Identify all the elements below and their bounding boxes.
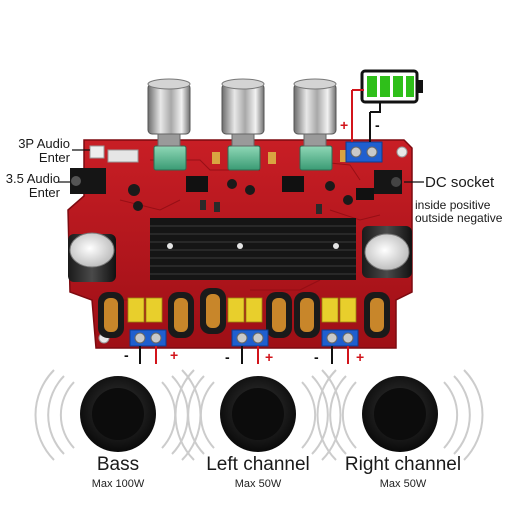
speaker-icon — [34, 369, 202, 461]
right-minus-sign: - — [314, 349, 319, 365]
speaker-right-name: Right channel — [344, 454, 462, 475]
battery-plus-sign: + — [340, 117, 349, 133]
battery-minus-sign: - — [375, 117, 380, 133]
dc-note-label: inside positive outside negative — [415, 199, 502, 224]
heatsink — [150, 218, 356, 280]
audio-3p-label: 3P Audio Enter — [18, 137, 70, 164]
audio-35-label-line1: 3.5 Audio — [5, 171, 60, 186]
speaker-left-max: Max 50W — [234, 478, 282, 490]
bass-plus-sign: + — [170, 347, 179, 363]
treble-knob-icon[interactable] — [221, 78, 265, 147]
speaker-wires — [139, 346, 349, 364]
speaker-icon — [174, 369, 342, 461]
audio-3p-label-line2: Enter — [38, 150, 70, 165]
capacitor-right — [362, 226, 412, 278]
pointer-lines — [58, 149, 424, 183]
capacitor-left — [68, 232, 116, 282]
audio-35-label-line2: Enter — [28, 185, 60, 200]
output-filter-row — [98, 288, 390, 338]
right-plus-sign: + — [356, 349, 365, 365]
potentiometer-row — [153, 145, 333, 171]
speaker-icon — [316, 369, 484, 461]
bass-knob-icon[interactable] — [293, 78, 337, 147]
dc-socket-label: DC socket — [425, 174, 495, 191]
speaker-right-max: Max 50W — [379, 478, 427, 490]
audio-35-label: 3.5 Audio Enter — [6, 172, 60, 199]
dc-note-line2: outside negative — [415, 211, 503, 225]
speaker-terminals[interactable] — [129, 329, 359, 347]
small-components — [107, 149, 353, 214]
audio-3p-header[interactable] — [89, 145, 105, 159]
power-terminal[interactable] — [345, 141, 383, 163]
volume-knob-icon[interactable] — [147, 78, 191, 147]
dc-note-line1: inside positive — [415, 198, 491, 212]
battery-icon — [360, 69, 423, 104]
op-amp-chips — [186, 176, 374, 200]
audio-jack-icon[interactable] — [70, 168, 106, 194]
speaker-left-name: Left channel — [206, 454, 310, 475]
dc-jack-icon[interactable] — [374, 170, 402, 194]
bass-minus-sign: - — [124, 347, 129, 363]
left-minus-sign: - — [225, 349, 230, 365]
speaker-bass-name: Bass — [96, 454, 140, 475]
battery-wires — [351, 89, 381, 142]
left-plus-sign: + — [265, 349, 274, 365]
audio-3p-label-line1: 3P Audio — [18, 136, 70, 151]
speaker-bass-max: Max 100W — [91, 478, 145, 490]
